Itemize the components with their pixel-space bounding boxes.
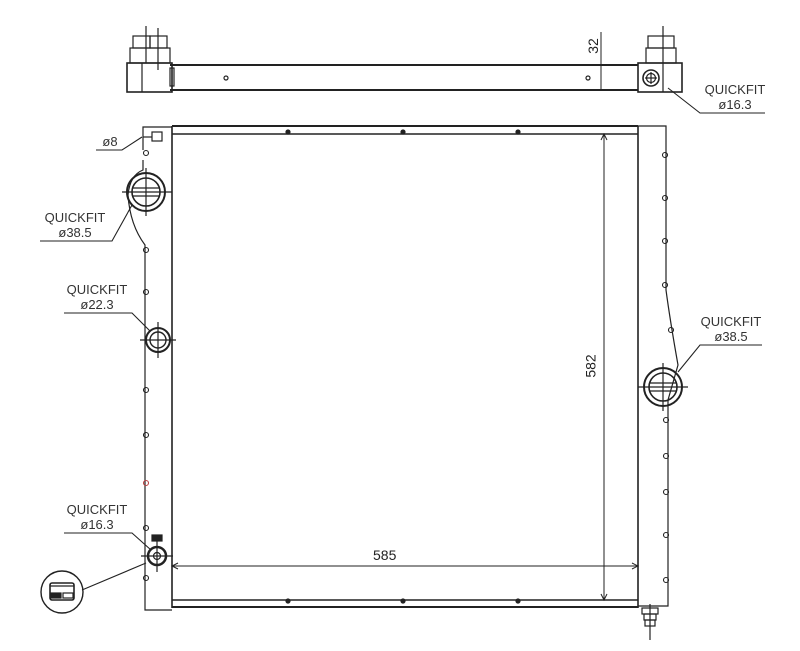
- callout-diameter: ø16.3: [718, 97, 752, 112]
- callout-title: QUICKFIT: [66, 502, 128, 517]
- callout-right-outlet: QUICKFIT ø38.5: [694, 314, 768, 344]
- leader-lines: [40, 87, 765, 591]
- core-width-dimension: 585: [373, 547, 397, 563]
- callout-diameter: ø38.5: [58, 225, 92, 240]
- callout-left-small-port: ø8: [99, 134, 121, 149]
- callout-diameter: ø22.3: [80, 297, 114, 312]
- callout-title: QUICKFIT: [704, 82, 766, 97]
- callout-diameter: ø16.3: [80, 517, 114, 532]
- core-height-dimension: 582: [582, 354, 599, 378]
- callout-left-middle-port: QUICKFIT ø22.3: [62, 282, 132, 312]
- connector-detail-icon: [40, 570, 84, 614]
- left-lower-port: [141, 534, 173, 572]
- callout-diameter: ø38.5: [714, 329, 748, 344]
- callout-top-right-outlet: QUICKFIT ø16.3: [700, 82, 770, 112]
- callout-title: QUICKFIT: [700, 314, 762, 329]
- left-middle-port: [140, 322, 176, 358]
- callout-left-lower-port: QUICKFIT ø16.3: [62, 502, 132, 532]
- callout-title: QUICKFIT: [66, 282, 128, 297]
- right-outlet: [638, 363, 688, 411]
- callout-left-upper-inlet: QUICKFIT ø38.5: [38, 210, 112, 240]
- top-view: [126, 26, 683, 93]
- drain-plug: [641, 604, 659, 640]
- top-depth-dimension: 32: [584, 38, 601, 54]
- callout-title: QUICKFIT: [44, 210, 106, 225]
- front-view: [122, 125, 688, 640]
- left-upper-inlet: [122, 168, 172, 216]
- callout-diameter: ø8: [102, 134, 118, 149]
